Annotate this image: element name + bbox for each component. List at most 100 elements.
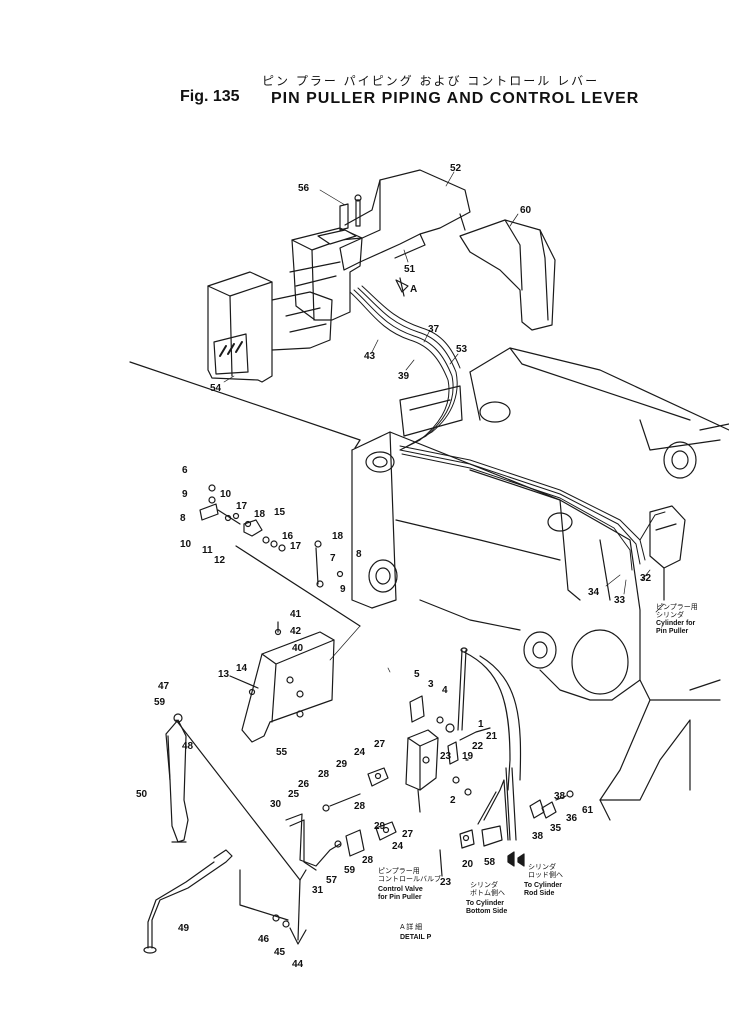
pin-puller-cylinder [650, 506, 685, 600]
part-label: 6 [182, 465, 188, 476]
cylinder-note-en: Cylinder for Pin Puller [656, 620, 696, 635]
part-label: 2 [450, 795, 456, 806]
part-label: 27 [402, 829, 414, 840]
detail-hoses [458, 648, 524, 866]
part-label: 4 [442, 685, 448, 696]
part-label: 51 [404, 264, 416, 275]
control-valve [406, 696, 490, 812]
part-label: 45 [274, 947, 286, 958]
part-label: 39 [398, 371, 410, 382]
bottom-side-note-en: To Cylinder Bottom Side [466, 900, 508, 915]
part-label: 26 [298, 779, 310, 790]
part-label: 20 [462, 859, 474, 870]
part-label: 1 [478, 719, 484, 730]
part-label: 38 [554, 791, 566, 802]
part-label: 56 [298, 183, 310, 194]
part-label: 42 [290, 626, 302, 637]
valve-note-jp: ピンプラー用 コントロールバルブ [378, 868, 441, 883]
view-arrow-a [396, 278, 408, 296]
part-label: 7 [330, 553, 336, 564]
part-label: 50 [136, 789, 148, 800]
part-label: 18 [332, 531, 344, 542]
valve-fittings [323, 760, 474, 876]
part-label: 55 [276, 747, 288, 758]
part-label: 35 [550, 823, 562, 834]
part-label: 17 [236, 501, 248, 512]
part-label: 49 [178, 923, 190, 934]
part-label: 19 [462, 751, 474, 762]
diagram-title: PIN PULLER PIPING AND CONTROL LEVER [271, 90, 640, 107]
control-console [290, 195, 362, 320]
part-label: 9 [182, 489, 188, 500]
part-label: 43 [364, 351, 376, 362]
part-label: 3 [428, 679, 434, 690]
part-label: 32 [640, 573, 652, 584]
part-label: 24 [392, 841, 404, 852]
part-label: 59 [154, 697, 166, 708]
part-label: 13 [218, 669, 230, 680]
right-fittings [530, 791, 573, 818]
part-label: 37 [428, 324, 440, 335]
japanese-title: ピン プラー パイピング および コントロール レバー [262, 74, 600, 88]
detail-boundary [236, 546, 390, 672]
part-label: 27 [374, 739, 386, 750]
part-label: 9 [340, 584, 346, 595]
part-label: 33 [614, 595, 626, 606]
bottom-side-note-jp: シリンダ ボトム側へ [470, 882, 505, 897]
part-label: 40 [292, 643, 304, 654]
part-label: 41 [290, 609, 302, 620]
part-label: 53 [456, 344, 468, 355]
part-label: 60 [520, 205, 532, 216]
hydraulic-tubes-upper [350, 286, 460, 450]
part-label: 14 [236, 663, 248, 674]
part-label: 47 [158, 681, 170, 692]
detail-label-jp: A 詳 細 [400, 924, 423, 931]
part-label: 28 [362, 855, 374, 866]
part-label: 54 [210, 383, 222, 394]
rod-side-note-jp: シリンダ ロッド側へ [528, 864, 563, 879]
part-label: 46 [258, 934, 270, 945]
part-label: 22 [472, 741, 484, 752]
part-label: 21 [486, 731, 498, 742]
part-label: 5 [414, 669, 420, 680]
part-label: 44 [292, 959, 304, 970]
bracket-55 [230, 622, 334, 742]
part-label: 18 [254, 509, 266, 520]
part-label: 11 [202, 545, 213, 556]
part-label: 34 [588, 587, 600, 598]
control-lever-49 [144, 850, 232, 953]
cover-60 [460, 220, 555, 330]
hydraulic-tubes-arm [400, 446, 665, 570]
leader-lines [224, 172, 664, 612]
part-label: 24 [354, 747, 366, 758]
part-label: 38 [532, 831, 544, 842]
part-label: 8 [180, 513, 186, 524]
part-label: 61 [582, 805, 594, 816]
part-label: 36 [566, 813, 578, 824]
part-label: 29 [336, 759, 348, 770]
part-label: 10 [220, 489, 232, 500]
part-label: 30 [270, 799, 282, 810]
part-label: A [410, 284, 418, 295]
part-label: 10 [180, 539, 192, 550]
part-label: 12 [214, 555, 226, 566]
control-box-54 [208, 272, 332, 382]
part-label: 48 [182, 741, 194, 752]
part-label: 16 [282, 531, 294, 542]
part-label: 15 [274, 507, 286, 518]
bracket-53 [400, 386, 462, 436]
valve-note-en: Control Valve for Pin Puller [378, 886, 423, 901]
part-label: 8 [356, 549, 362, 560]
part-label: 28 [354, 801, 366, 812]
detail-label-en: DETAIL P [400, 934, 432, 941]
part-label: 31 [312, 885, 324, 896]
part-label: 57 [326, 875, 338, 886]
part-label: 23 [440, 751, 452, 762]
part-label: 23 [440, 877, 452, 888]
part-label: 25 [288, 789, 300, 800]
rod-linkage [176, 720, 340, 944]
rod-side-note-en: To Cylinder Rod Side [524, 882, 562, 897]
figure-number: Fig. 135 [180, 88, 240, 105]
part-label: 17 [290, 541, 302, 552]
